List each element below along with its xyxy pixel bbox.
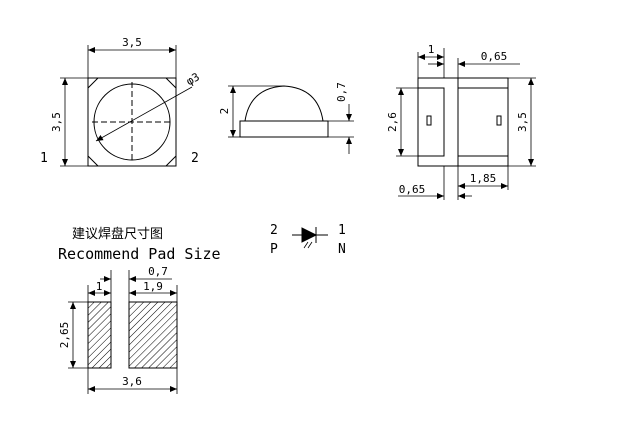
height-label: 3,5 <box>50 112 63 132</box>
top-view: φ3 3,5 3,5 1 2 <box>40 36 202 167</box>
pad-left <box>87 301 112 369</box>
emission-arrow-2 <box>307 241 313 249</box>
diameter-leader <box>95 86 193 142</box>
side-view: 2 0,7 <box>218 82 354 154</box>
top-view-corner-bevels <box>87 77 177 167</box>
anode-letter: P <box>270 242 278 257</box>
emission-arrow-1 <box>303 241 309 249</box>
pad-layout: 0,7 1,9 1 2,65 3,6 <box>58 265 178 394</box>
pad-width-label: 1,9 <box>143 280 163 293</box>
height-right-label: 3,5 <box>516 112 529 132</box>
bottom-right-label: 1,85 <box>470 172 497 185</box>
pad-right <box>128 301 178 369</box>
anode-number: 2 <box>270 223 278 238</box>
top-view-body <box>87 77 177 167</box>
pin-2-label: 2 <box>191 151 199 166</box>
top-right-label: 0,65 <box>481 50 508 63</box>
pad-height-label: 2,65 <box>58 322 71 349</box>
side-view-base <box>239 120 329 138</box>
right-pad-area <box>457 77 509 167</box>
bottom-view: 1 0,65 2,6 3,5 0,65 1,85 <box>386 43 536 200</box>
lens-offset-label: 0,7 <box>335 82 348 102</box>
pad-caption-cn: 建议焊盘尺寸图 <box>72 226 163 242</box>
diode-triangle <box>301 227 318 243</box>
diameter-label: φ3 <box>184 70 202 88</box>
diode-symbol: 2 P 1 N <box>270 223 346 257</box>
cathode-number: 1 <box>338 223 346 238</box>
top-left-label: 1 <box>428 43 435 56</box>
pin-1-label: 1 <box>40 151 48 166</box>
height-left-label: 2,6 <box>386 112 399 132</box>
gap-label: 0,7 <box>148 265 168 278</box>
left-pad-marker <box>426 115 432 126</box>
bottom-left-label: 0,65 <box>399 183 426 196</box>
left-pad-label: 1 <box>96 280 103 293</box>
pad-caption-en: Recommend Pad Size <box>58 245 221 263</box>
left-pad-outline <box>417 87 445 157</box>
side-height-label: 2 <box>218 108 231 115</box>
right-pad-marker <box>496 115 502 126</box>
total-width-label: 3,6 <box>122 375 142 388</box>
cathode-letter: N <box>338 242 346 257</box>
width-label: 3,5 <box>122 36 142 49</box>
side-view-dome <box>244 85 324 122</box>
